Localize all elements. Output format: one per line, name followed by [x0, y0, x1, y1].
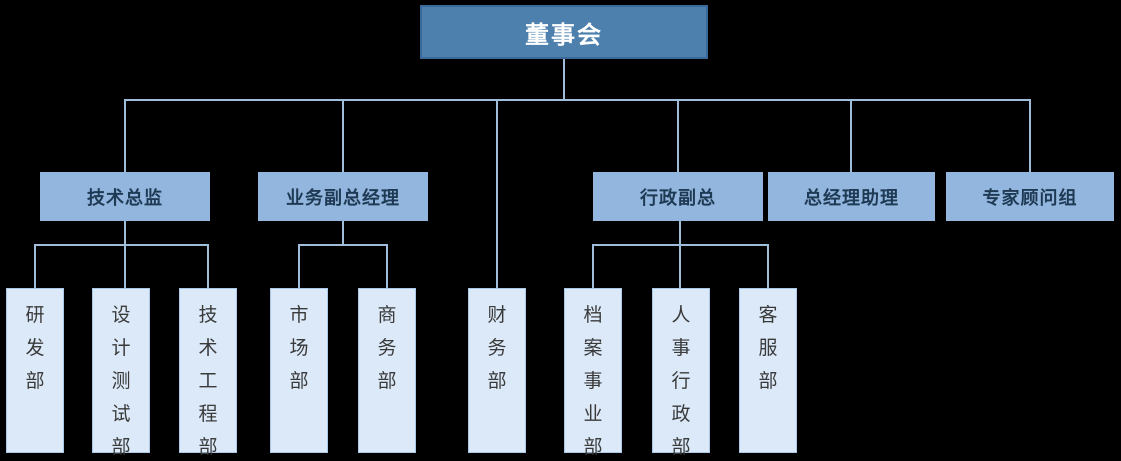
node-design-testing-dept: 设计测试部: [92, 288, 150, 458]
connector-drop-customer-service: [767, 244, 769, 288]
connector-drop-gm-assistant: [850, 99, 852, 172]
connector-drop-archives-dept: [592, 244, 594, 288]
node-hr-admin-dept: 人事行政部: [652, 288, 710, 458]
node-admin-deputy-label: 行政副总: [640, 187, 716, 209]
node-archives-dept-label: 档案事业部: [583, 304, 603, 458]
node-customer-service-dept-label: 客服部: [758, 304, 778, 392]
node-business-deputy-gm-label: 业务副总经理: [286, 187, 400, 209]
connector-drop-hr-admin-dept: [679, 244, 681, 288]
node-rd-dept: 研发部: [6, 288, 64, 453]
node-rd-dept-label: 研发部: [25, 304, 45, 392]
node-hr-admin-dept-label: 人事行政部: [671, 304, 691, 458]
node-board-of-directors: 董事会: [420, 5, 708, 59]
connector-drop-expert-advisors: [1029, 99, 1031, 172]
connector-main-rail: [124, 99, 1031, 101]
node-expert-advisors-label: 专家顾问组: [982, 187, 1078, 209]
node-tech-engineering-dept: 技术工程部: [179, 288, 237, 458]
connector-drop-commerce-dept: [386, 244, 388, 288]
connector-drop-finance-dept: [496, 99, 498, 288]
node-admin-deputy: 行政副总: [593, 172, 763, 221]
connector-admin-stem: [679, 221, 681, 246]
node-finance-dept: 财务部: [468, 288, 526, 453]
node-design-testing-dept-label: 设计测试部: [111, 304, 131, 458]
node-expert-advisors: 专家顾问组: [946, 172, 1114, 221]
node-customer-service-dept: 客服部: [739, 288, 797, 453]
connector-root-drop: [563, 59, 565, 100]
node-tech-engineering-dept-label: 技术工程部: [198, 304, 218, 458]
node-archives-dept: 档案事业部: [564, 288, 622, 458]
node-commerce-dept-label: 商务部: [377, 304, 397, 392]
node-marketing-dept: 市场部: [270, 288, 328, 453]
connector-business-stem: [342, 221, 344, 246]
node-business-deputy-gm: 业务副总经理: [258, 172, 428, 221]
connector-business-rail: [298, 244, 388, 246]
node-tech-director: 技术总监: [40, 172, 210, 221]
node-tech-director-label: 技术总监: [87, 187, 163, 209]
node-commerce-dept: 商务部: [358, 288, 416, 453]
node-marketing-dept-label: 市场部: [289, 304, 309, 392]
connector-drop-admin-deputy: [677, 99, 679, 172]
node-gm-assistant-label: 总经理助理: [804, 187, 899, 209]
connector-tech-stem: [124, 221, 126, 246]
node-finance-dept-label: 财务部: [487, 304, 507, 392]
connector-tech-rail: [34, 244, 209, 246]
node-gm-assistant: 总经理助理: [768, 172, 935, 221]
connector-drop-tech-engineering: [207, 244, 209, 288]
connector-drop-business-deputy: [342, 99, 344, 172]
node-board-of-directors-label: 董事会: [525, 20, 603, 49]
connector-drop-design-testing: [124, 244, 126, 288]
connector-drop-rd-dept: [34, 244, 36, 288]
connector-drop-marketing-dept: [298, 244, 300, 288]
connector-drop-tech-director: [124, 99, 126, 172]
